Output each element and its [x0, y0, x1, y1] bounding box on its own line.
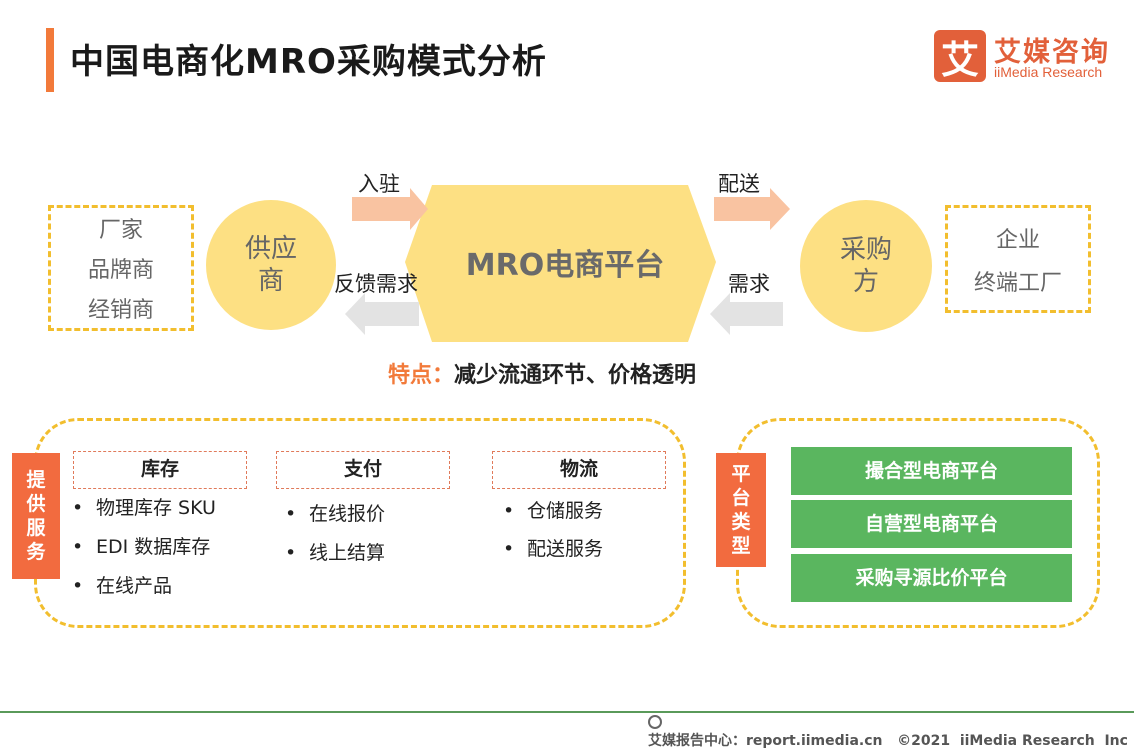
feature-label: 特点： — [388, 363, 455, 388]
globe-icon — [648, 715, 662, 729]
logo-icon: 艾 — [934, 30, 986, 82]
arrow-in-label: 入驻 — [358, 172, 400, 196]
arrow-feedback-label: 反馈需求 — [334, 272, 418, 296]
arrow-delivery-icon — [714, 188, 790, 230]
arrow-demand-icon — [710, 293, 783, 335]
feature-line: 特点：减少流通环节、价格透明 — [388, 357, 696, 389]
arrow-demand-label: 需求 — [728, 272, 770, 296]
feature-text: 减少流通环节、价格透明 — [454, 363, 697, 388]
platform-type-self-operated: 自营型电商平台 — [791, 500, 1072, 548]
supplier-type: 厂家 — [98, 218, 143, 243]
category-inventory-title: 库存 — [73, 451, 247, 489]
category-logistics-title: 物流 — [492, 451, 666, 489]
services-label: 提供服务 — [12, 453, 60, 579]
page-title: 中国电商化MRO采购模式分析 — [70, 42, 547, 82]
logo-text-en: iiMedia Research — [994, 64, 1103, 80]
platform-hexagon — [405, 185, 716, 342]
list-item: •配送服务 — [503, 538, 604, 560]
buyer-types-box: 企业 终端工厂 — [945, 205, 1091, 313]
buyer-node: 采购方 — [800, 200, 932, 332]
list-item: •仓储服务 — [503, 500, 604, 522]
list-item: •EDI 数据库存 — [72, 536, 211, 558]
buyer-type: 终端工厂 — [973, 270, 1062, 296]
list-item: •在线产品 — [72, 575, 173, 597]
logo-text-cn: 艾媒咨询 — [994, 37, 1110, 68]
supplier-types-box: 厂家 品牌商 经销商 — [48, 205, 194, 331]
footer-divider — [0, 711, 1134, 713]
title-accent-bar — [46, 28, 54, 92]
supplier-type: 经销商 — [87, 298, 154, 323]
platform-types-label: 平台类型 — [716, 453, 766, 567]
arrow-delivery-label: 配送 — [718, 172, 760, 196]
list-item: •物理库存 SKU — [72, 497, 216, 519]
footer: 艾媒报告中心：report.iimedia.cn ©2021 iiMedia R… — [648, 714, 1134, 750]
list-item: •在线报价 — [285, 503, 386, 525]
supplier-type: 品牌商 — [87, 258, 154, 283]
arrow-feedback-icon — [345, 293, 419, 335]
platform-type-matchmaking: 撮合型电商平台 — [791, 447, 1072, 495]
supplier-node: 供应商 — [206, 200, 336, 330]
platform-label: MRO电商平台 — [465, 248, 665, 283]
category-payment-title: 支付 — [276, 451, 450, 489]
flow-diagram — [345, 185, 790, 342]
list-item: •线上结算 — [285, 542, 386, 564]
footer-text: 艾媒报告中心：report.iimedia.cn ©2021 iiMedia R… — [648, 733, 1128, 749]
platform-type-sourcing: 采购寻源比价平台 — [791, 554, 1072, 602]
arrow-in-icon — [352, 188, 428, 230]
buyer-type: 企业 — [995, 227, 1040, 253]
